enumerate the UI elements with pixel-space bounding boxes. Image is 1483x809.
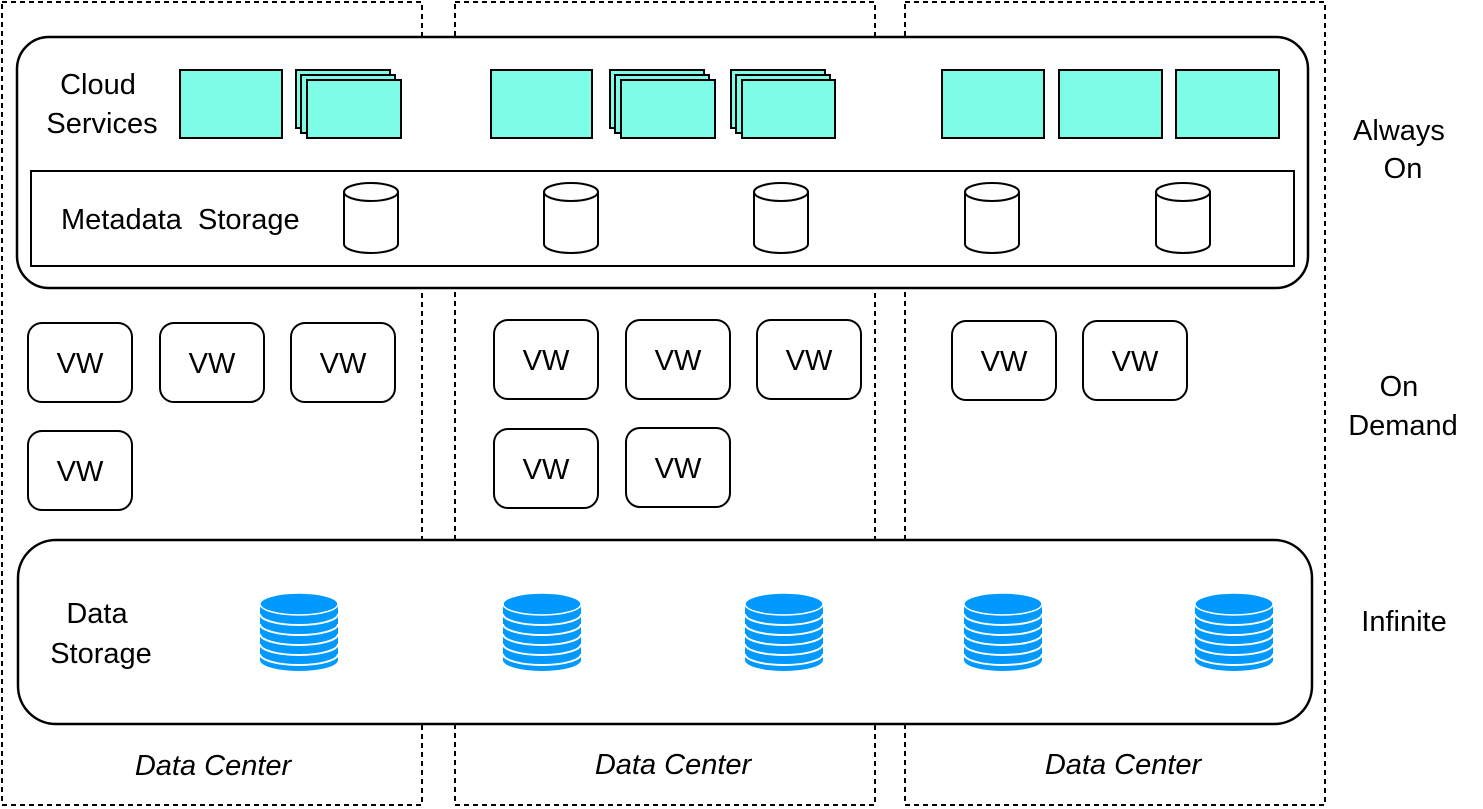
- data-storage-cylinder: [963, 592, 1043, 671]
- data-center-frame-1: [1, 1, 423, 806]
- virtual-warehouse-label: VW: [523, 454, 570, 486]
- on-demand-label: On Demand: [1348, 371, 1458, 442]
- side-labels: Always On On Demand Infinite: [1348, 115, 1458, 638]
- cloud-service-block: [1058, 69, 1163, 139]
- virtual-warehouse-label: VW: [189, 348, 236, 380]
- virtual-warehouse: VW: [493, 319, 599, 400]
- virtual-warehouse-label: VW: [320, 348, 367, 380]
- cloud-service-stack: [609, 69, 716, 139]
- cloud-services-label: Cloud Services: [46, 69, 157, 140]
- virtual-warehouse-label: VW: [523, 345, 570, 377]
- data-storage-panel: [16, 538, 1314, 726]
- data-storage-cylinder: [259, 592, 339, 671]
- virtual-warehouse-label: VW: [1112, 346, 1159, 378]
- cloud-service-stack: [730, 69, 836, 139]
- metadata-cylinder: [753, 182, 809, 254]
- virtual-warehouse: VW: [27, 322, 133, 403]
- virtual-warehouse-label: VW: [655, 453, 702, 485]
- data-center-frame-3: [904, 1, 1326, 806]
- data-center-labels: Data Center Data Center Data Center: [135, 749, 1203, 782]
- metadata-cylinder: [964, 182, 1020, 254]
- data-storage-layer: Data Storage: [16, 538, 1314, 726]
- data-center-frame-2: [454, 1, 876, 806]
- metadata-storage-label: Metadata Storage: [61, 204, 300, 236]
- metadata-storage-panel: [30, 170, 1295, 267]
- cloud-service-block: [179, 69, 283, 139]
- virtual-warehouse-label: VW: [981, 346, 1028, 378]
- data-center-label: Data Center: [595, 749, 753, 781]
- cloud-service-block: [490, 69, 593, 139]
- virtual-warehouse: VW: [625, 427, 731, 508]
- virtual-warehouse: VW: [290, 322, 396, 403]
- data-storage-cylinder: [1194, 592, 1274, 671]
- cloud-service-stack: [295, 69, 402, 139]
- virtual-warehouse: VW: [159, 322, 265, 403]
- virtual-warehouses: VW VW VW VW VW VW VW VW VW VW VW: [27, 319, 1188, 511]
- data-center-label: Data Center: [135, 750, 293, 782]
- always-on-label: Always On: [1353, 115, 1453, 185]
- data-storage-cylinders: [259, 592, 1274, 671]
- virtual-warehouse-label: VW: [57, 456, 104, 488]
- cloud-service-block: [941, 69, 1045, 139]
- data-center-frames: [1, 1, 1326, 806]
- cloud-service-block: [1175, 69, 1280, 139]
- virtual-warehouse-label: VW: [786, 345, 833, 377]
- data-storage-label: Data Storage: [50, 598, 152, 670]
- virtual-warehouse-label: VW: [57, 348, 104, 380]
- virtual-warehouse: VW: [27, 430, 133, 511]
- data-storage-cylinder: [744, 592, 824, 671]
- metadata-cylinders: [343, 182, 1211, 254]
- virtual-warehouse: VW: [756, 319, 862, 400]
- metadata-cylinder: [1155, 182, 1211, 254]
- metadata-cylinder: [343, 182, 399, 254]
- data-center-label: Data Center: [1045, 749, 1203, 781]
- virtual-warehouse: VW: [625, 319, 731, 400]
- virtual-warehouse: VW: [951, 320, 1057, 401]
- metadata-cylinder: [543, 182, 599, 254]
- virtual-warehouse: VW: [493, 428, 599, 509]
- virtual-warehouse: VW: [1082, 320, 1188, 401]
- virtual-warehouse-label: VW: [655, 345, 702, 377]
- infinite-label: Infinite: [1361, 606, 1446, 638]
- cloud-services-layer: Cloud Services Metadata Storage: [15, 35, 1310, 290]
- data-storage-cylinder: [502, 592, 582, 671]
